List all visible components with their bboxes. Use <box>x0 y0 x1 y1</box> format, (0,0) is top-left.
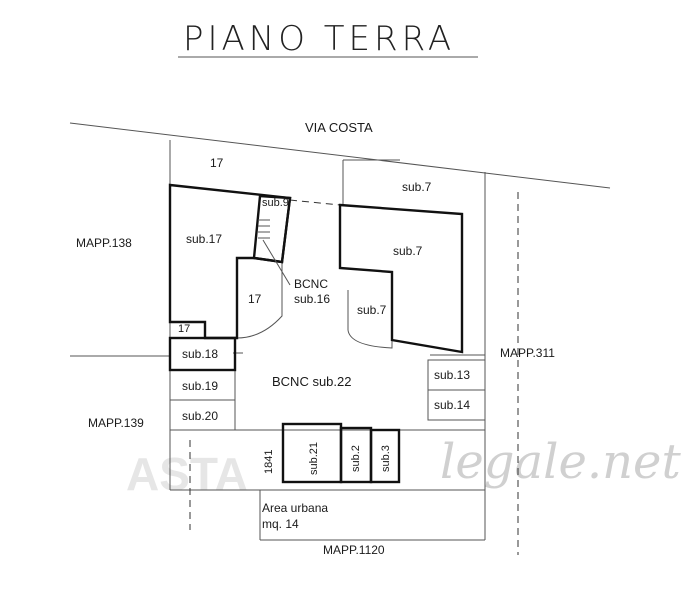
watermark: ASTA legale.net <box>126 434 681 500</box>
label-area-urbana: Area urbana <box>262 501 328 515</box>
label-sub19: sub.19 <box>182 379 218 393</box>
label-bcnc-sub22: BCNC sub.22 <box>272 374 351 389</box>
label-17-top: 17 <box>210 156 224 170</box>
street-name: VIA COSTA <box>305 120 373 135</box>
label-sub16: sub.16 <box>294 292 330 306</box>
label-sub20: sub.20 <box>182 409 218 423</box>
label-sub14: sub.14 <box>434 398 470 412</box>
label-sub18: sub.18 <box>182 347 218 361</box>
label-sub7-lower: sub.7 <box>357 303 387 317</box>
label-sub3: sub.3 <box>380 445 392 472</box>
watermark-logo: ASTA <box>126 448 248 500</box>
label-sub7-main: sub.7 <box>393 244 423 258</box>
street-line <box>69 122 611 189</box>
label-17-small: 17 <box>178 323 190 335</box>
label-sub21: sub.21 <box>308 442 320 475</box>
building-walls <box>168 183 464 484</box>
label-17-mid: 17 <box>248 292 262 306</box>
label-area-mq: mq. 14 <box>262 517 299 531</box>
label-mapp138: MAPP.138 <box>76 236 132 250</box>
label-mapp311: MAPP.311 <box>500 346 555 360</box>
label-sub7-top: sub.7 <box>402 180 432 194</box>
labels: 17 sub.7 sub.9 sub.17 sub.7 BCNC sub.16 … <box>76 156 555 557</box>
label-bcnc: BCNC <box>294 277 328 291</box>
dashed-boundaries <box>189 192 519 555</box>
label-sub17: sub.17 <box>186 232 222 246</box>
stair-icon <box>258 219 291 286</box>
label-1841: 1841 <box>263 450 275 474</box>
label-mapp1120: MAPP.1120 <box>323 543 385 557</box>
label-sub2: sub.2 <box>350 445 362 472</box>
label-sub13: sub.13 <box>434 368 470 382</box>
label-sub9: sub.9 <box>262 197 289 209</box>
page-title: PIANO TERRA <box>183 19 455 59</box>
watermark-site: legale.net <box>440 434 681 490</box>
label-mapp139: MAPP.139 <box>88 416 144 430</box>
